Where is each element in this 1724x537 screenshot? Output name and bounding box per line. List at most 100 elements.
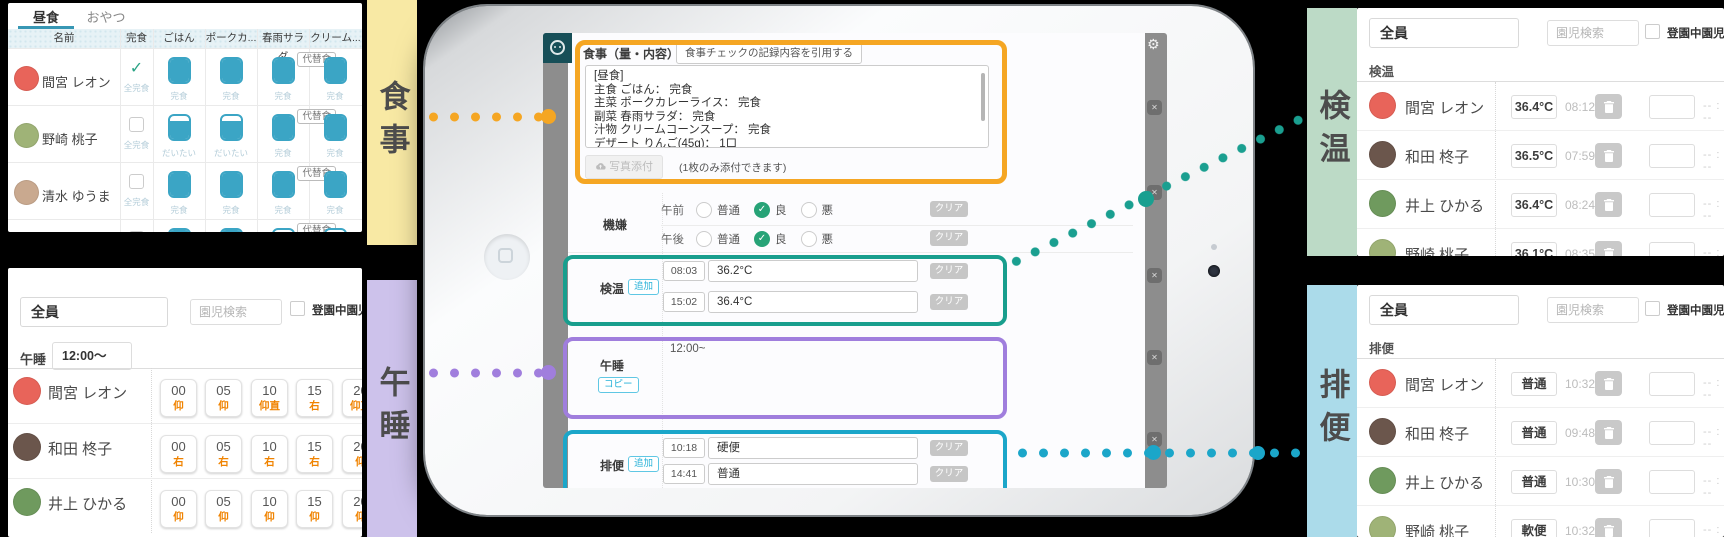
tab-snack[interactable]: おやつ <box>86 10 126 25</box>
empty-value-input[interactable] <box>1649 193 1695 217</box>
empty-value-input[interactable] <box>1649 421 1695 445</box>
tab-lunch[interactable]: 昼食 <box>32 10 59 25</box>
delete-button[interactable] <box>1595 420 1622 445</box>
temperature-value[interactable]: 36.5°C <box>1511 144 1557 168</box>
clear-button[interactable]: クリア <box>930 263 968 279</box>
clear-button[interactable]: クリア <box>930 466 968 482</box>
meal-amount-cell[interactable] <box>257 220 309 232</box>
gear-icon[interactable]: ⚙ <box>1147 36 1160 52</box>
meal-amount-cell[interactable]: だいたい <box>205 106 257 163</box>
temperature-value-input[interactable]: 36.2°C <box>708 260 918 282</box>
meal-amount-cell[interactable]: 完食 <box>153 163 205 220</box>
clear-button[interactable]: クリア <box>930 440 968 456</box>
clear-button[interactable]: クリア <box>930 230 968 246</box>
meal-amount-cell[interactable]: 完食 <box>309 106 361 163</box>
meal-amount-cell[interactable] <box>309 220 361 232</box>
nap-time-value[interactable]: 12:00~ <box>670 343 706 355</box>
nap-slot-button[interactable]: 20仰 <box>342 490 362 528</box>
nap-start-time-select[interactable]: 12:00〜 <box>52 342 132 370</box>
bowel-value[interactable]: 普通 <box>1511 421 1557 445</box>
attending-only-checkbox[interactable] <box>1645 301 1660 316</box>
meal-amount-cell[interactable]: 完食 <box>153 49 205 106</box>
meal-amount-cell[interactable] <box>153 220 205 232</box>
bowel-value[interactable]: 普通 <box>1511 470 1557 494</box>
close-icon[interactable]: ✕ <box>1147 350 1162 365</box>
clear-button[interactable]: クリア <box>930 294 968 310</box>
meal-amount-cell[interactable]: 完食 <box>309 49 361 106</box>
textarea-scrollbar[interactable] <box>981 73 985 121</box>
meal-amount-cell[interactable]: 完食 <box>257 106 309 163</box>
attending-only-checkbox[interactable] <box>290 301 305 316</box>
attending-only-checkbox[interactable] <box>1645 24 1660 39</box>
copy-button[interactable]: コピー <box>598 377 639 393</box>
close-icon[interactable]: ✕ <box>1147 432 1162 447</box>
group-select[interactable]: 全員 <box>1369 18 1519 48</box>
radio-bad[interactable] <box>800 231 817 247</box>
empty-value-input[interactable] <box>1649 372 1695 396</box>
home-button[interactable] <box>484 234 530 280</box>
delete-button[interactable] <box>1595 192 1622 217</box>
radio-good-selected[interactable]: ✓ <box>754 231 770 247</box>
nap-slot-button[interactable]: 20仰 <box>342 435 362 473</box>
close-icon[interactable]: ✕ <box>1147 100 1162 115</box>
meal-amount-cell[interactable]: 完食 <box>309 163 361 220</box>
search-input[interactable] <box>190 299 282 325</box>
temperature-value[interactable]: 36.4°C <box>1511 193 1557 217</box>
radio-normal[interactable] <box>696 202 712 218</box>
bowel-time-input[interactable]: 10:18 <box>663 438 705 458</box>
search-input[interactable] <box>1547 20 1639 46</box>
meal-amount-cell[interactable]: 完食 <box>257 49 309 106</box>
group-select[interactable]: 全員 <box>1369 295 1519 325</box>
all-eaten-cell[interactable]: 全完食 <box>120 220 153 232</box>
bowel-value-input[interactable]: 普通 <box>708 463 918 485</box>
temperature-time-input[interactable]: 08:03 <box>663 261 705 281</box>
radio-good-selected[interactable]: ✓ <box>754 202 770 218</box>
temperature-time-input[interactable]: 15:02 <box>663 292 705 312</box>
close-icon[interactable]: ✕ <box>1147 268 1162 283</box>
empty-value-input[interactable] <box>1649 242 1695 256</box>
empty-value-input[interactable] <box>1649 470 1695 494</box>
meal-amount-cell[interactable]: 完食 <box>205 163 257 220</box>
delete-button[interactable] <box>1595 469 1622 494</box>
bowel-time-input[interactable]: 14:41 <box>663 464 705 484</box>
delete-button[interactable] <box>1595 518 1622 537</box>
delete-button[interactable] <box>1595 241 1622 256</box>
add-button[interactable]: 追加 <box>628 279 660 295</box>
quote-meal-record-button[interactable]: 食事チェックの記録内容を引用する <box>676 41 862 64</box>
temperature-value[interactable]: 36.1°C <box>1511 242 1557 256</box>
bowel-value[interactable]: 普通 <box>1511 372 1557 396</box>
radio-bad[interactable] <box>800 202 817 218</box>
empty-value-input[interactable] <box>1649 95 1695 119</box>
search-input[interactable] <box>1547 297 1639 323</box>
bowel-value-input[interactable]: 硬便 <box>708 437 918 459</box>
empty-value-input[interactable] <box>1649 144 1695 168</box>
clear-button[interactable]: クリア <box>930 201 968 217</box>
meal-note-textarea[interactable]: [昼食] 主食 ごはん： 完食 主菜 ポークカレーライス： 完食 副菜 春雨サラ… <box>585 65 989 148</box>
all-eaten-cell[interactable]: ✓ 全完食 <box>120 49 153 106</box>
temperature-value[interactable]: 36.4°C <box>1511 95 1557 119</box>
meal-amount-cell[interactable]: 完食 <box>205 49 257 106</box>
delete-button[interactable] <box>1595 94 1622 119</box>
delete-button[interactable] <box>1595 143 1622 168</box>
all-eaten-cell[interactable]: 全完食 <box>120 106 153 163</box>
bowel-value[interactable]: 軟便 <box>1511 519 1557 537</box>
empty-value-input[interactable] <box>1649 519 1695 537</box>
meal-amount-cell[interactable]: だいたい <box>153 106 205 163</box>
temperature-value-input[interactable]: 36.4°C <box>708 291 918 313</box>
attach-photo-button[interactable]: 写真添付 <box>585 155 664 179</box>
all-eaten-cell[interactable]: 全完食 <box>120 163 153 220</box>
delete-button[interactable] <box>1595 371 1622 396</box>
radio-normal[interactable] <box>696 231 712 247</box>
